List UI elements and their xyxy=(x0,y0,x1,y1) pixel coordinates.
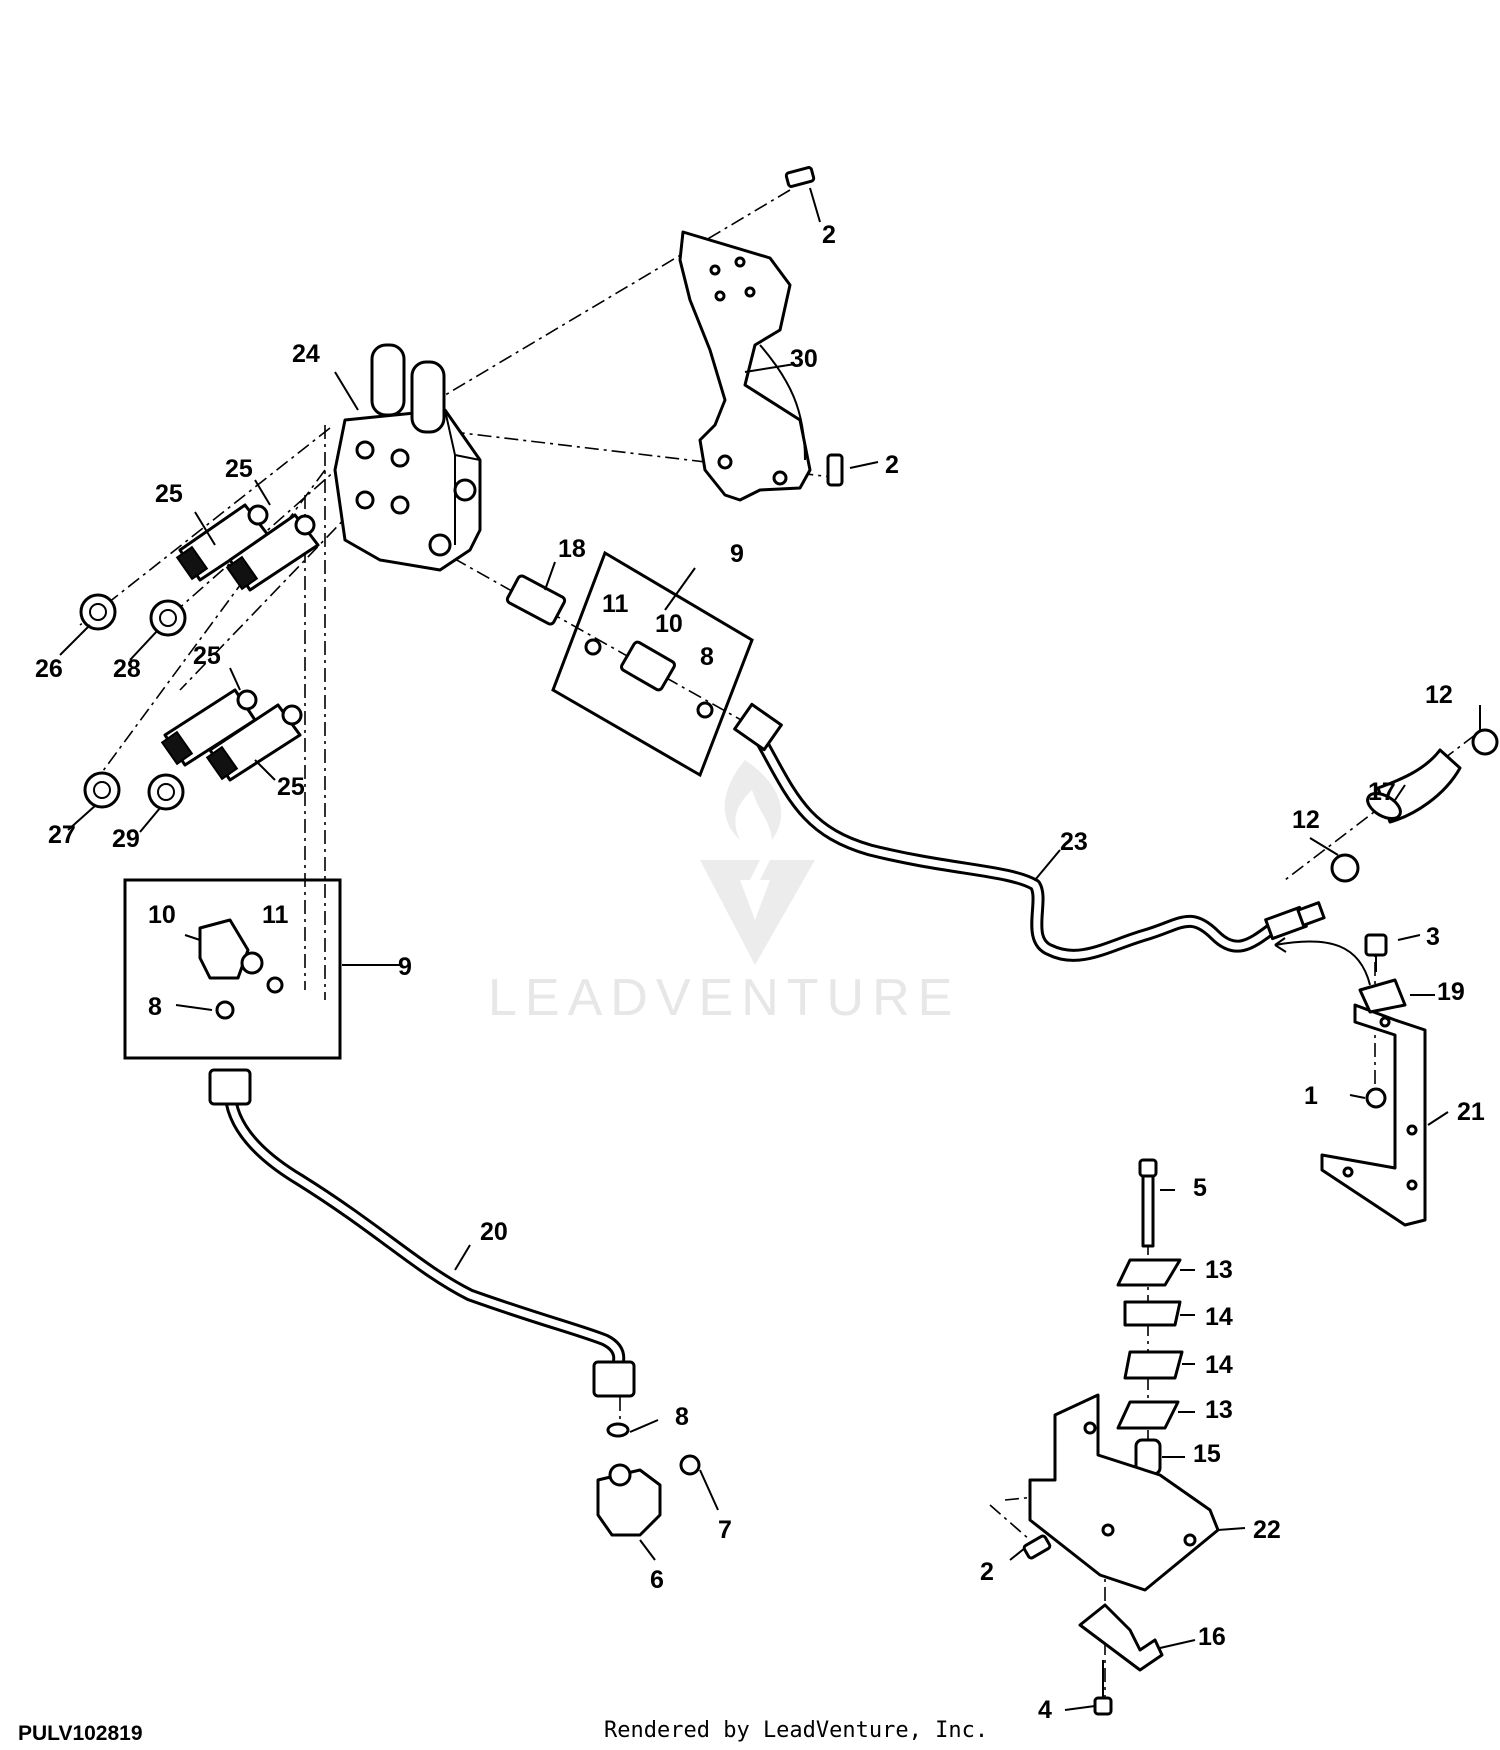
dust-cap-27 xyxy=(83,771,121,809)
isolator-14-a xyxy=(1123,1300,1182,1327)
callout-21: 21 xyxy=(1457,1098,1485,1126)
callout-25: 25 xyxy=(155,480,183,508)
callout-23: 23 xyxy=(1060,828,1088,856)
nut-1 xyxy=(1365,1087,1387,1109)
callout-6: 6 xyxy=(650,1566,664,1594)
callout-10: 10 xyxy=(148,901,176,929)
callout-20: 20 xyxy=(480,1218,508,1246)
render-credit: Rendered by LeadVenture, Inc. xyxy=(604,1718,989,1743)
callout-2: 2 xyxy=(885,451,899,479)
callout-1: 1 xyxy=(1304,1082,1318,1110)
callout-29: 29 xyxy=(112,825,140,853)
clip-19 xyxy=(1358,978,1407,1014)
coupler-25-b xyxy=(225,513,320,592)
tube-23 xyxy=(733,702,1326,962)
callout-8: 8 xyxy=(700,643,714,671)
assembly-arrow xyxy=(1274,937,1371,986)
callout-27: 27 xyxy=(48,821,76,849)
callout-19: 19 xyxy=(1437,978,1465,1006)
callout-14: 14 xyxy=(1205,1351,1233,1379)
callout-2: 2 xyxy=(980,1558,994,1586)
callout-5: 5 xyxy=(1193,1174,1207,1202)
callout-14: 14 xyxy=(1205,1303,1233,1331)
bracket-30 xyxy=(678,166,844,502)
callout-2: 2 xyxy=(822,221,836,249)
watermark-text: LEADVENTURE xyxy=(488,969,961,1027)
oring-7 xyxy=(679,1454,701,1476)
clamp-12-mid xyxy=(1330,853,1360,883)
kit-box-9-upper xyxy=(551,550,754,778)
callout-8: 8 xyxy=(675,1403,689,1431)
callout-12: 12 xyxy=(1425,681,1453,709)
isolator-14-b xyxy=(1123,1350,1184,1380)
clamp-12-top xyxy=(1471,728,1499,756)
dust-cap-28 xyxy=(149,599,187,637)
bracket-22 xyxy=(1028,1393,1220,1592)
tube-20 xyxy=(208,1068,636,1398)
kit-box-9-lower xyxy=(123,878,342,1060)
callout-7: 7 xyxy=(718,1516,732,1544)
figure-id: PULV102819 xyxy=(18,1722,143,1745)
callout-11: 11 xyxy=(262,901,289,929)
adapter-18 xyxy=(505,574,567,626)
callout-15: 15 xyxy=(1193,1440,1221,1468)
callout-22: 22 xyxy=(1253,1516,1281,1544)
callout-12: 12 xyxy=(1292,806,1320,834)
callout-25: 25 xyxy=(277,773,305,801)
hose-17 xyxy=(1366,748,1462,824)
callout-26: 26 xyxy=(35,655,63,683)
callout-4: 4 xyxy=(1038,1696,1052,1724)
callout-25: 25 xyxy=(193,642,221,670)
clamp-16 xyxy=(1078,1603,1164,1672)
washer-13-a xyxy=(1116,1258,1182,1287)
callout-11: 11 xyxy=(602,590,629,618)
callout-13: 13 xyxy=(1205,1256,1233,1284)
callout-25: 25 xyxy=(225,455,253,483)
callout-17: 17 xyxy=(1368,778,1396,806)
bolt-5 xyxy=(1138,1158,1158,1248)
bolt-3 xyxy=(1364,933,1388,972)
callout-16: 16 xyxy=(1198,1623,1226,1651)
callout-9: 9 xyxy=(730,540,744,568)
coupler-25-a xyxy=(175,503,270,582)
dust-cap-26 xyxy=(79,593,117,631)
callout-10: 10 xyxy=(655,610,683,638)
bracket-21 xyxy=(1320,1003,1427,1227)
washer-13-b xyxy=(1116,1400,1180,1430)
callout-3: 3 xyxy=(1426,923,1440,951)
control-valve-24 xyxy=(333,343,482,572)
callout-18: 18 xyxy=(558,535,586,563)
callouts: 2 2 24 30 25 25 25 25 26 28 27 29 18 9 1… xyxy=(35,221,1485,1724)
leader-lines xyxy=(59,187,1481,1711)
oring-8-bottom xyxy=(606,1422,630,1438)
dust-cap-29 xyxy=(147,773,185,811)
bolt-2-base xyxy=(1022,1534,1052,1560)
elbow-6 xyxy=(596,1463,662,1537)
callout-13: 13 xyxy=(1205,1396,1233,1424)
watermark-logo xyxy=(700,760,815,965)
coupler-25-d xyxy=(205,703,303,782)
bolt-4 xyxy=(1093,1660,1113,1716)
callout-24: 24 xyxy=(292,340,320,368)
callout-30: 30 xyxy=(790,345,818,373)
callout-8: 8 xyxy=(148,993,162,1021)
callout-9: 9 xyxy=(398,953,412,981)
coupler-25-c xyxy=(160,688,258,767)
callout-28: 28 xyxy=(113,655,141,683)
